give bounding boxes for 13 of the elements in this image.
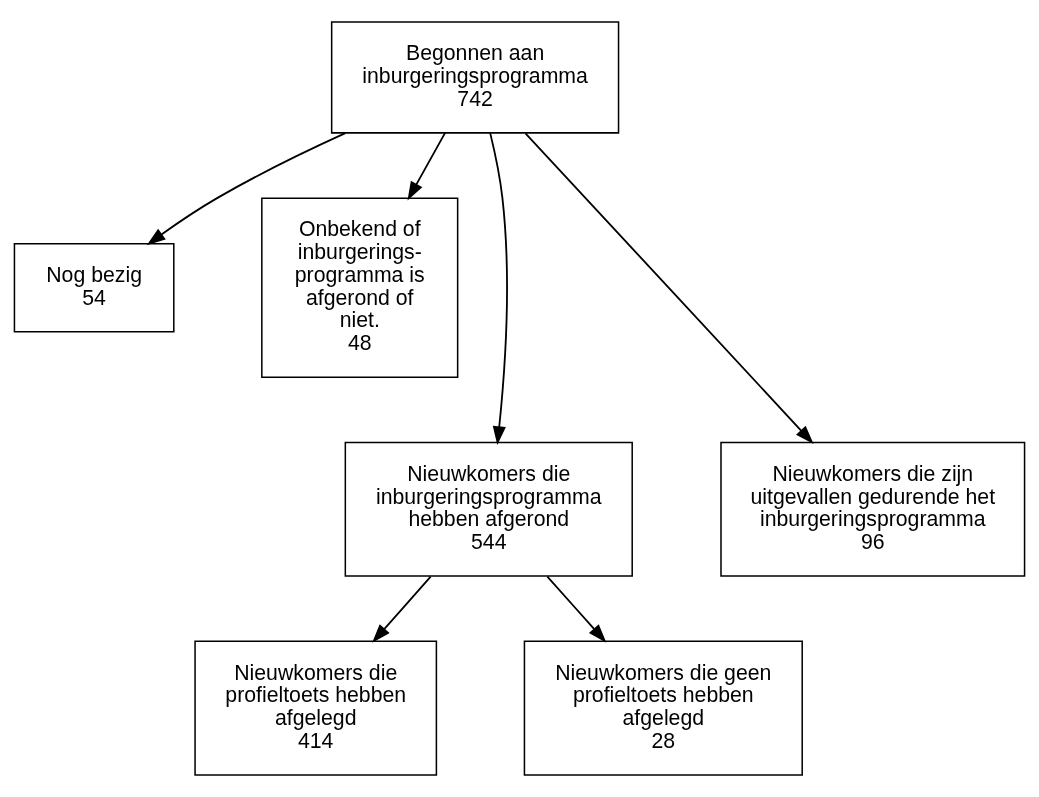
- arrow: [524, 132, 814, 444]
- arrow: [372, 575, 432, 643]
- arrow: [146, 132, 347, 246]
- node-box: Nieuwkomers die zijn uitgevallen gedurende het inburgeringsprogramma 96: [720, 441, 1026, 577]
- node-box: Begonnen aan inburgeringsprogramma 742: [330, 21, 620, 134]
- node-box: Nog bezig 54: [13, 242, 175, 333]
- arrow: [407, 132, 446, 201]
- arrow: [489, 132, 508, 446]
- node-box: Nieuwkomers die profieltoets hebben afgelegd 414: [194, 640, 438, 776]
- node-box: Nieuwkomers die geen profieltoets hebben afgelegd 28: [523, 640, 803, 776]
- arrow: [546, 575, 607, 643]
- node-box: Nieuwkomers die inburgeringsprogramma hebben afgerond 544: [344, 441, 633, 577]
- node-box: Onbekend of inburgerings-programma is afgerond of niet. 48: [261, 197, 459, 378]
